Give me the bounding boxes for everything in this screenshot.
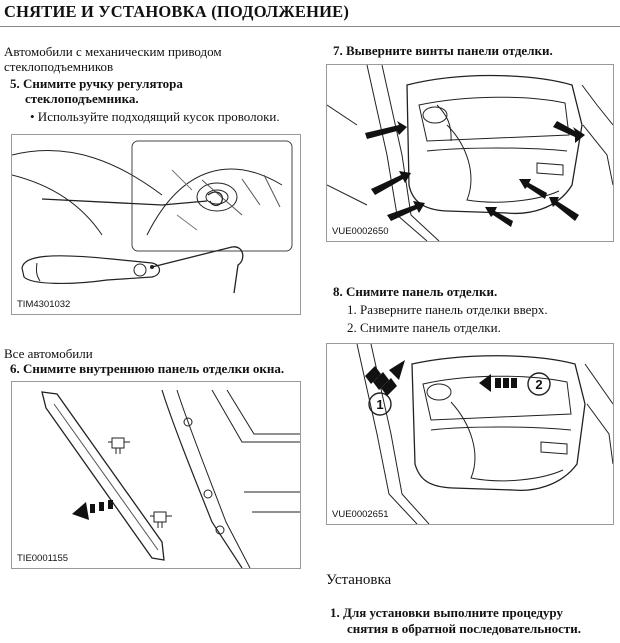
install-step-1: 1. Для установки выполните процедуру [330, 605, 563, 620]
install-step-1-cont: снятия в обратной последовательности. [347, 621, 582, 636]
figure-trim-panel-removal: 1 2 VUE0002651 [326, 343, 614, 525]
figure-4-callout-2: 2 [535, 377, 542, 392]
window-crank-illustration [12, 140, 293, 294]
step-8-heading: 8. Снимите панель отделки. [333, 284, 498, 299]
note-mechanical-windows-cont: стеклоподъемников [4, 59, 114, 74]
step-5-heading: 5. Снимите ручку регулятора [10, 76, 183, 91]
page-title: СНЯТИЕ И УСТАНОВКА (ПОДОЛЖЕНИЕ) [4, 2, 350, 21]
trim-screws-illustration [327, 65, 613, 241]
step-5-bullet: • Используйте подходящий кусок проволоки… [30, 109, 280, 124]
step-8-sub-2: 2. Снимите панель отделки. [347, 320, 501, 335]
figure-4-code: VUE0002651 [332, 509, 389, 520]
figure-window-crank-removal: TIM4301032 [11, 134, 301, 315]
window-trim-illustration [41, 389, 300, 568]
figure-trim-screws: VUE0002650 [326, 64, 614, 242]
trim-panel-removal-illustration: 1 2 [356, 344, 613, 524]
title-rule [0, 26, 620, 27]
figure-window-trim-removal: TIE0001155 [11, 381, 301, 569]
step-7-heading: 7. Выверните винты панели отделки. [333, 43, 553, 58]
figure-4-callout-1: 1 [376, 397, 383, 412]
note-all-vehicles: Все автомобили [4, 346, 93, 361]
install-heading: Установка [326, 572, 392, 588]
figure-2-code: TIE0001155 [17, 553, 69, 564]
figure-1-code: TIM4301032 [17, 299, 71, 310]
step-8-sub-1: 1. Разверните панель отделки вверх. [347, 302, 548, 317]
note-mechanical-windows: Автомобили с механическим приводом [4, 44, 222, 59]
figure-3-code: VUE0002650 [332, 226, 389, 237]
step-5-heading-cont: стеклоподъемника. [25, 91, 139, 106]
step-6-heading: 6. Снимите внутреннюю панель отделки окн… [10, 361, 285, 376]
